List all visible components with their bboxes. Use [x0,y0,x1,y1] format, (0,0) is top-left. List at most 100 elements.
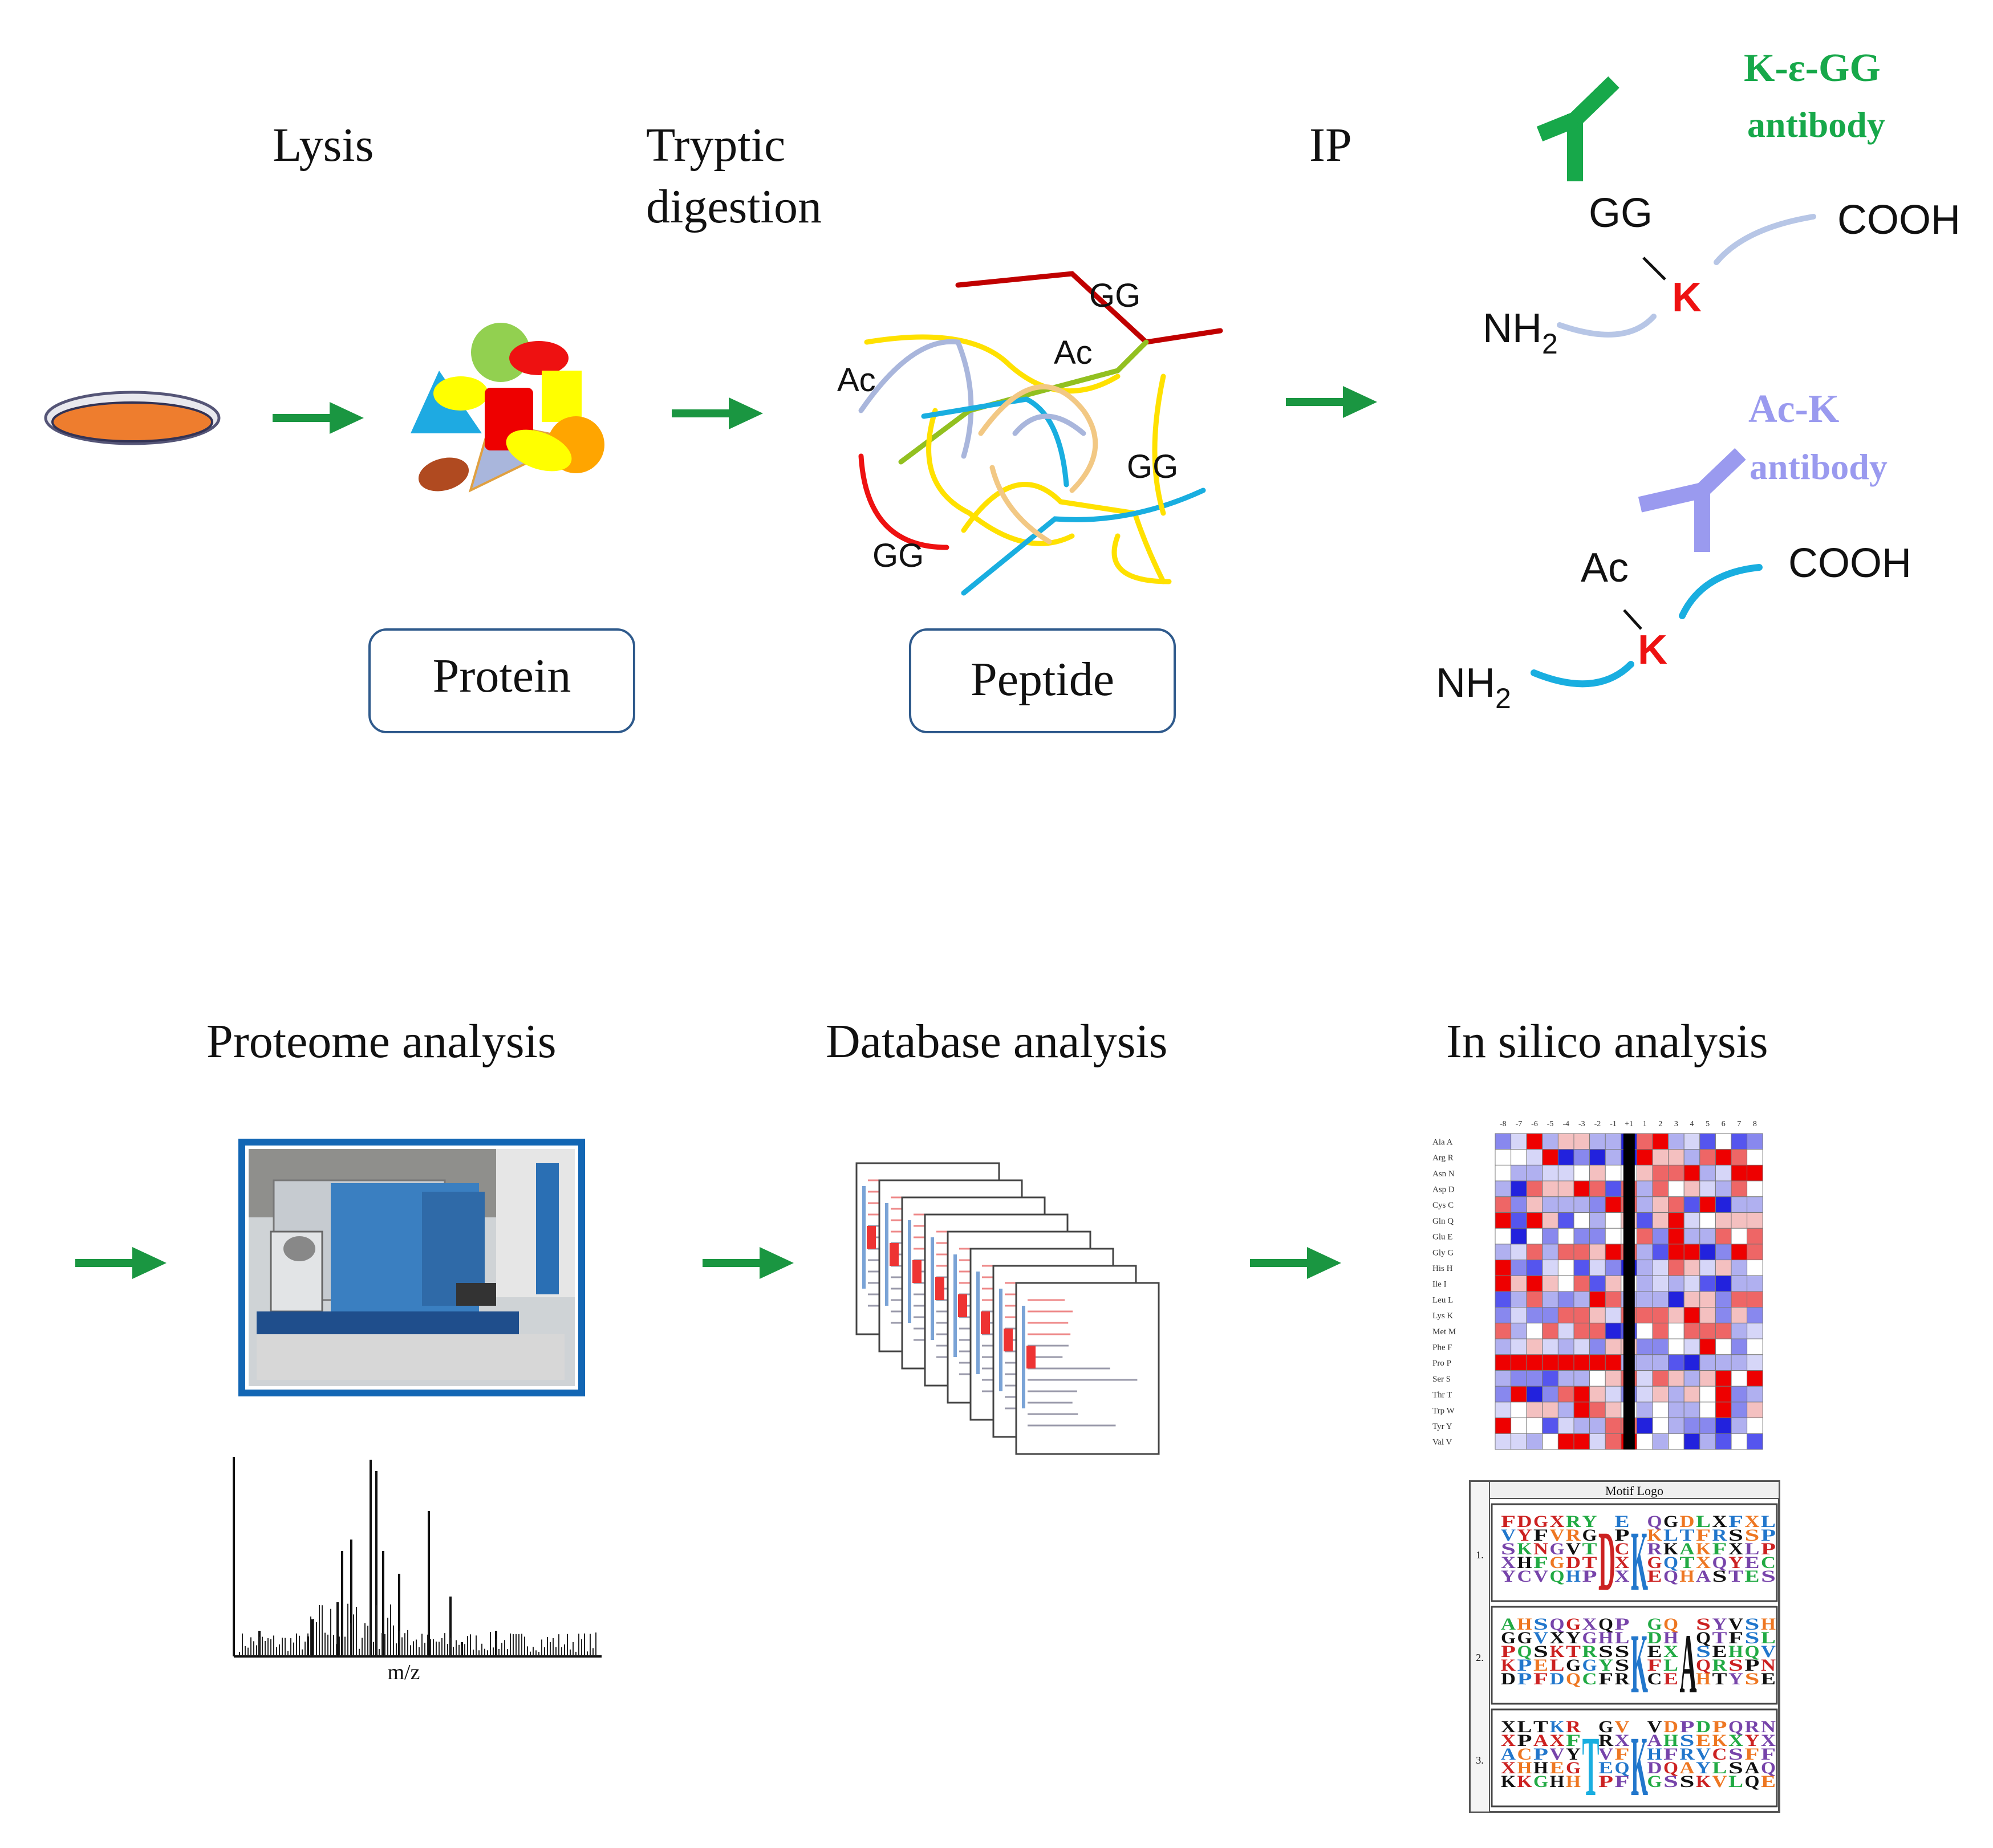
heatmap-cell [1731,1338,1748,1355]
heatmap-cell [1683,1260,1700,1276]
motif-logo-letter: Y [1728,1553,1743,1572]
heatmap-cell [1683,1149,1700,1165]
heatmap-cell [1652,1307,1669,1323]
heatmap-cell [1542,1244,1558,1261]
motif-logo-letter: H [1663,1731,1678,1750]
heatmap-row-label: Ala A [1432,1138,1453,1147]
motif-logo-letter: G [1533,1772,1548,1791]
heatmap-cell [1557,1275,1574,1292]
motif-logo-letter: T [1582,1553,1597,1572]
heatmap-cell [1652,1180,1669,1197]
heatmap-cell [1589,1307,1606,1323]
motif-logo-letter: T [1712,1670,1727,1688]
heatmap-col-label: -6 [1531,1120,1538,1128]
heatmap-cell [1573,1164,1590,1181]
motif-logo-row [1491,1708,1778,1808]
heatmap-cell [1511,1244,1527,1261]
heatmap-cell [1731,1275,1748,1292]
ack-antibody-label-line1: Ac-K [1748,387,1839,431]
motif-logo-letter: R [1680,1745,1695,1764]
heatmap-cell [1683,1180,1700,1197]
motif-logo-letter: H [1598,1628,1613,1647]
motif-logo-letter: H [1517,1553,1532,1572]
step-ip-label: IP [1309,119,1352,172]
heatmap-cell [1495,1322,1512,1339]
heatmap-cell [1652,1164,1669,1181]
motif-logo-letter: G [1566,1758,1581,1777]
heatmap-cell [1511,1402,1527,1419]
motif-logo-letter: P [1615,1526,1630,1545]
motif-logo-letter: X [1761,1731,1776,1750]
heatmap-cell [1542,1433,1558,1450]
heatmap-cell [1699,1354,1716,1371]
peptide-tangle-icon [858,271,1223,596]
motif-logo-letter: X [1550,1512,1565,1531]
step-database-label: Database analysis [826,1015,1167,1068]
heatmap-cell [1668,1433,1684,1450]
motif-logo-letter: H [1728,1642,1743,1661]
ack-c-term-label: COOH [1788,541,1911,586]
heatmap-cell [1699,1244,1716,1261]
heatmap-cell [1683,1244,1700,1261]
motif-logo-letter: L [1517,1717,1532,1736]
heatmap-cell [1683,1291,1700,1308]
heatmap-cell [1715,1133,1732,1150]
heatmap-cell [1652,1228,1669,1245]
motif-logo-letter: T [1582,1719,1600,1814]
heatmap-cell [1715,1164,1732,1181]
heatmap-row-label: Gly G [1432,1248,1454,1257]
motif-logo-letter: R [1712,1526,1727,1545]
step-digestion-label-line1: Tryptic [646,119,785,172]
motif-logo-letter: L [1728,1772,1743,1791]
heatmap-cell [1668,1338,1684,1355]
motif-logo-letter: D [1517,1512,1532,1531]
motif-logo-letter: X [1582,1615,1597,1634]
motif-logo-letter: Q [1566,1670,1581,1688]
heatmap-cell [1715,1418,1732,1434]
motif-logo-letter: H [1566,1772,1581,1791]
heatmap-cell [1573,1133,1590,1150]
motif-logo-letter: Q [1663,1567,1678,1586]
heatmap-cell [1495,1244,1512,1261]
arrow-to-database [703,1247,794,1279]
motif-logo-letter: A [1647,1731,1662,1750]
motif-logo-letter: F [1501,1512,1516,1531]
peptide-label-gg-3: GG [872,537,924,574]
heatmap-col-label: -1 [1610,1120,1617,1128]
protein-box: Protein [368,628,635,733]
heatmap-cell [1605,1133,1622,1150]
motif-logo-letter: X [1712,1512,1727,1531]
heatmap-cell [1699,1212,1716,1229]
motif-logo-letter: S [1663,1772,1678,1791]
heatmap-cell [1542,1370,1558,1387]
heatmap-cell [1573,1291,1590,1308]
motif-logo-letter: Q [1550,1615,1565,1634]
heatmap-cell [1699,1307,1716,1323]
motif-logo-letter: E [1647,1567,1662,1586]
motif-logo-letter: G [1582,1628,1597,1647]
motif-logo-letter: Y [1598,1656,1613,1675]
motif-logo-letter: L [1761,1628,1776,1647]
heatmap-cell [1526,1338,1543,1355]
heatmap-cell [1557,1133,1574,1150]
ggk-antibody-label-line2: antibody [1747,104,1885,145]
heatmap-cell [1668,1260,1684,1276]
heatmap-row-label: Lys K [1432,1311,1453,1321]
heatmap-cell [1573,1402,1590,1419]
motif-logo-letter: S [1728,1656,1743,1675]
heatmap-cell [1511,1196,1527,1213]
heatmap-cell [1573,1275,1590,1292]
motif-logo-letter: X [1501,1553,1516,1572]
heatmap-cell [1542,1228,1558,1245]
heatmap-cell [1526,1180,1543,1197]
motif-logo-letter: P [1712,1717,1727,1736]
heatmap-col-label: -5 [1547,1120,1554,1128]
heatmap-cell [1731,1196,1748,1213]
motif-logo-letter: V [1550,1745,1565,1764]
heatmap-cell [1605,1196,1622,1213]
motif-logo-letter: P [1517,1670,1532,1688]
heatmap-cell [1636,1307,1653,1323]
heatmap-cell [1526,1196,1543,1213]
heatmap-cell [1542,1260,1558,1276]
heatmap-cell [1699,1433,1716,1450]
